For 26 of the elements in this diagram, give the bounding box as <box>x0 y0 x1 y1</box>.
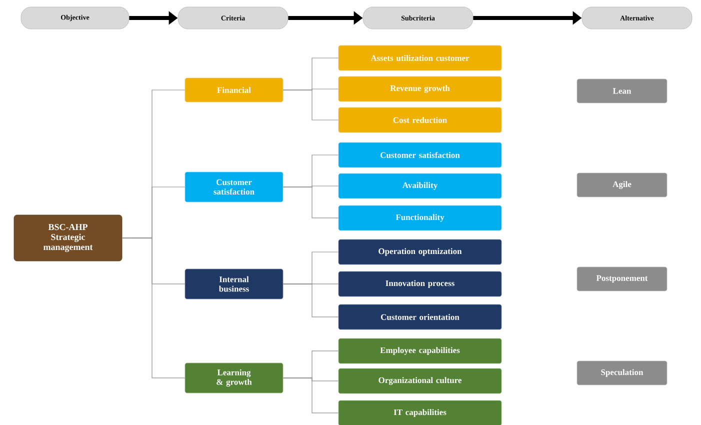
criterion-box: Learning & growth <box>184 362 284 394</box>
goal-box: BSC-AHP Strategic management <box>14 214 122 262</box>
criterion-box: Financial <box>184 78 284 102</box>
alternative-box: Postponement <box>576 266 668 292</box>
connector-line <box>282 90 339 120</box>
subcriterion-box: Employee capabilities <box>338 338 502 364</box>
subcriterion-box: Operation optmization <box>338 239 502 265</box>
criterion-box: Internal business <box>184 268 284 300</box>
connector-line <box>122 238 186 378</box>
subcriterion-box: Assets utilization customer <box>338 45 502 71</box>
connector-line <box>282 186 339 218</box>
subcriterion-box: Avaibility <box>338 173 502 199</box>
subcriterion-box: IT capabilities <box>338 400 502 425</box>
subcriterion-box: Revenue growth <box>338 76 502 102</box>
alternative-box: Agile <box>576 172 668 198</box>
alternative-box: Speculation <box>576 360 668 386</box>
subcriterion-box: Customer orientation <box>338 304 502 330</box>
subcriterion-box: Innovation process <box>338 271 502 297</box>
connector-line <box>282 284 339 318</box>
subcriterion-box: Organizational culture <box>338 368 502 394</box>
subcriterion-box: Customer satisfaction <box>338 142 502 168</box>
connector-line <box>282 378 339 414</box>
subcriterion-box: Cost reduction <box>338 107 502 133</box>
criterion-box: Customer satisfaction <box>184 172 284 202</box>
subcriterion-box: Functionality <box>338 205 502 231</box>
alternative-box: Lean <box>576 78 668 104</box>
